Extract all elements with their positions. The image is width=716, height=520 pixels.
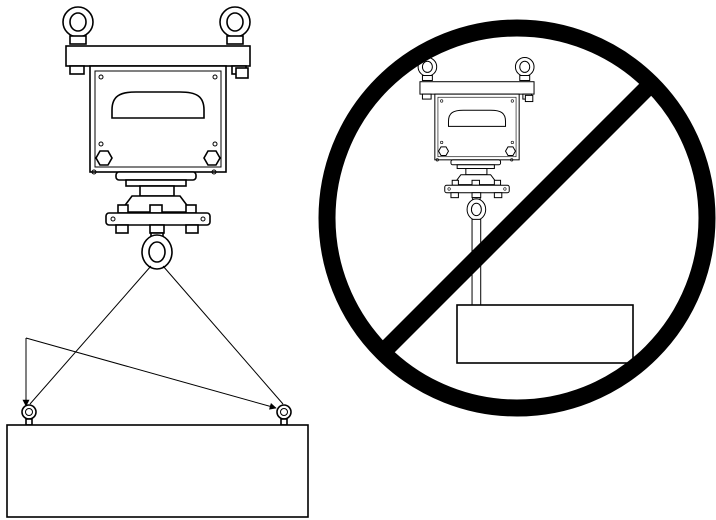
lifting-eye-right (276, 404, 292, 426)
crane-scale-left (62, 6, 251, 270)
prohibition-sign (318, 19, 716, 417)
load-left (6, 424, 309, 518)
sling-right (162, 265, 284, 405)
incorrect-rigging-panel (318, 19, 716, 417)
load-right (456, 304, 634, 364)
arrow-right (25, 337, 277, 410)
correct-rigging-panel (6, 6, 309, 518)
lifting-eye-left (21, 404, 37, 426)
sling-left (29, 265, 152, 405)
